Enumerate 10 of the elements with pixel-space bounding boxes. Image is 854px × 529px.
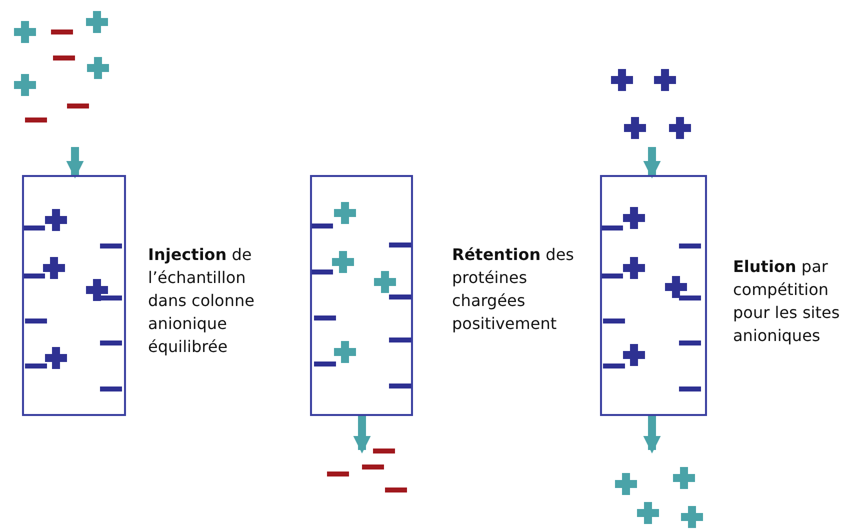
- arrow: [66, 147, 84, 179]
- column-box: [600, 175, 707, 416]
- column-box: [22, 175, 126, 416]
- arrow: [643, 416, 661, 454]
- step-description: Injection de l’échantillon dans colonne anionique équilibrée: [148, 244, 256, 358]
- column-box: [310, 175, 413, 416]
- step-description: Elution par compétition pour les sites anioniques: [733, 256, 841, 347]
- step-description: Rétention des protéines chargées positivement: [452, 244, 575, 335]
- arrow: [643, 147, 661, 179]
- arrow: [353, 416, 371, 454]
